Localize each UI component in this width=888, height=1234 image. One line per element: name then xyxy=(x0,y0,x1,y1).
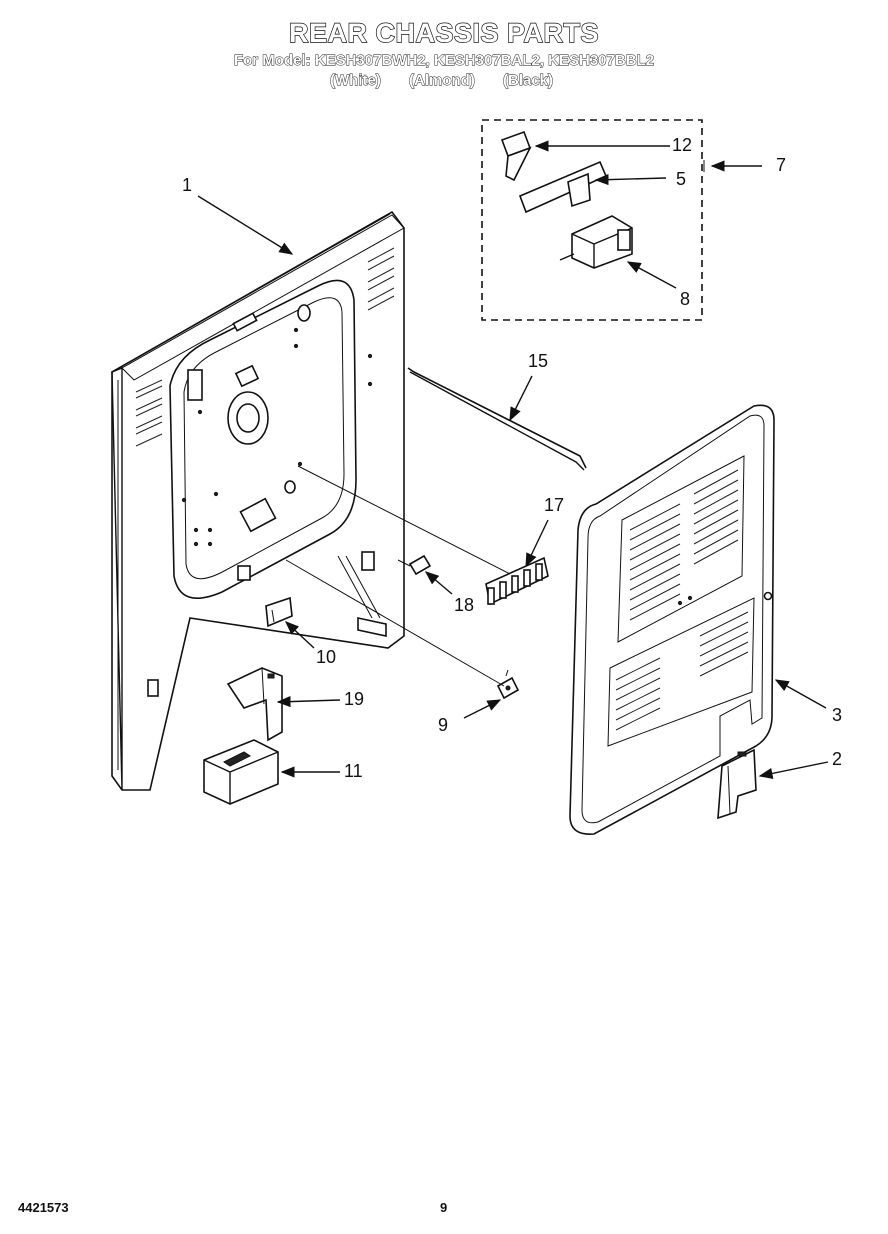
callout-11: 11 xyxy=(344,761,363,781)
callout-5: 5 xyxy=(676,169,687,189)
rear-access-panel xyxy=(569,404,775,835)
rod-part xyxy=(407,367,587,471)
clip-part xyxy=(408,554,432,576)
cover-bracket xyxy=(717,748,757,820)
callout-17: 17 xyxy=(544,495,565,515)
model-line: For Model: KESH307BWH2, KESH307BAL2, KES… xyxy=(233,52,655,70)
callout-10: 10 xyxy=(316,647,337,667)
part-number: 4421573 xyxy=(18,1200,69,1215)
mount-bracket xyxy=(226,667,283,742)
callout-12: 12 xyxy=(672,135,693,155)
control-box xyxy=(203,739,279,805)
color-white: (White) xyxy=(330,72,382,90)
sensor-part xyxy=(496,669,520,700)
color-almond: (Almond) xyxy=(409,72,476,90)
bracket-plate xyxy=(518,160,608,214)
small-bracket xyxy=(265,596,293,628)
callout-8: 8 xyxy=(680,289,691,309)
callout-3: 3 xyxy=(832,705,843,725)
callout-15: 15 xyxy=(528,351,549,371)
callout-7: 7 xyxy=(776,155,787,175)
page-title: REAR CHASSIS PARTS xyxy=(288,17,600,48)
callout-18: 18 xyxy=(454,595,475,615)
kit-group-box xyxy=(481,119,703,321)
callout-2: 2 xyxy=(832,749,843,769)
callout-9: 9 xyxy=(438,715,449,735)
relay-part xyxy=(559,215,633,269)
terminal-block xyxy=(485,556,549,606)
page-number: 9 xyxy=(440,1200,448,1215)
callout-19: 19 xyxy=(344,689,365,709)
callout-1: 1 xyxy=(182,175,193,195)
switch-part xyxy=(500,130,532,182)
color-black: (Black) xyxy=(503,72,554,90)
leader-lines xyxy=(197,140,829,779)
